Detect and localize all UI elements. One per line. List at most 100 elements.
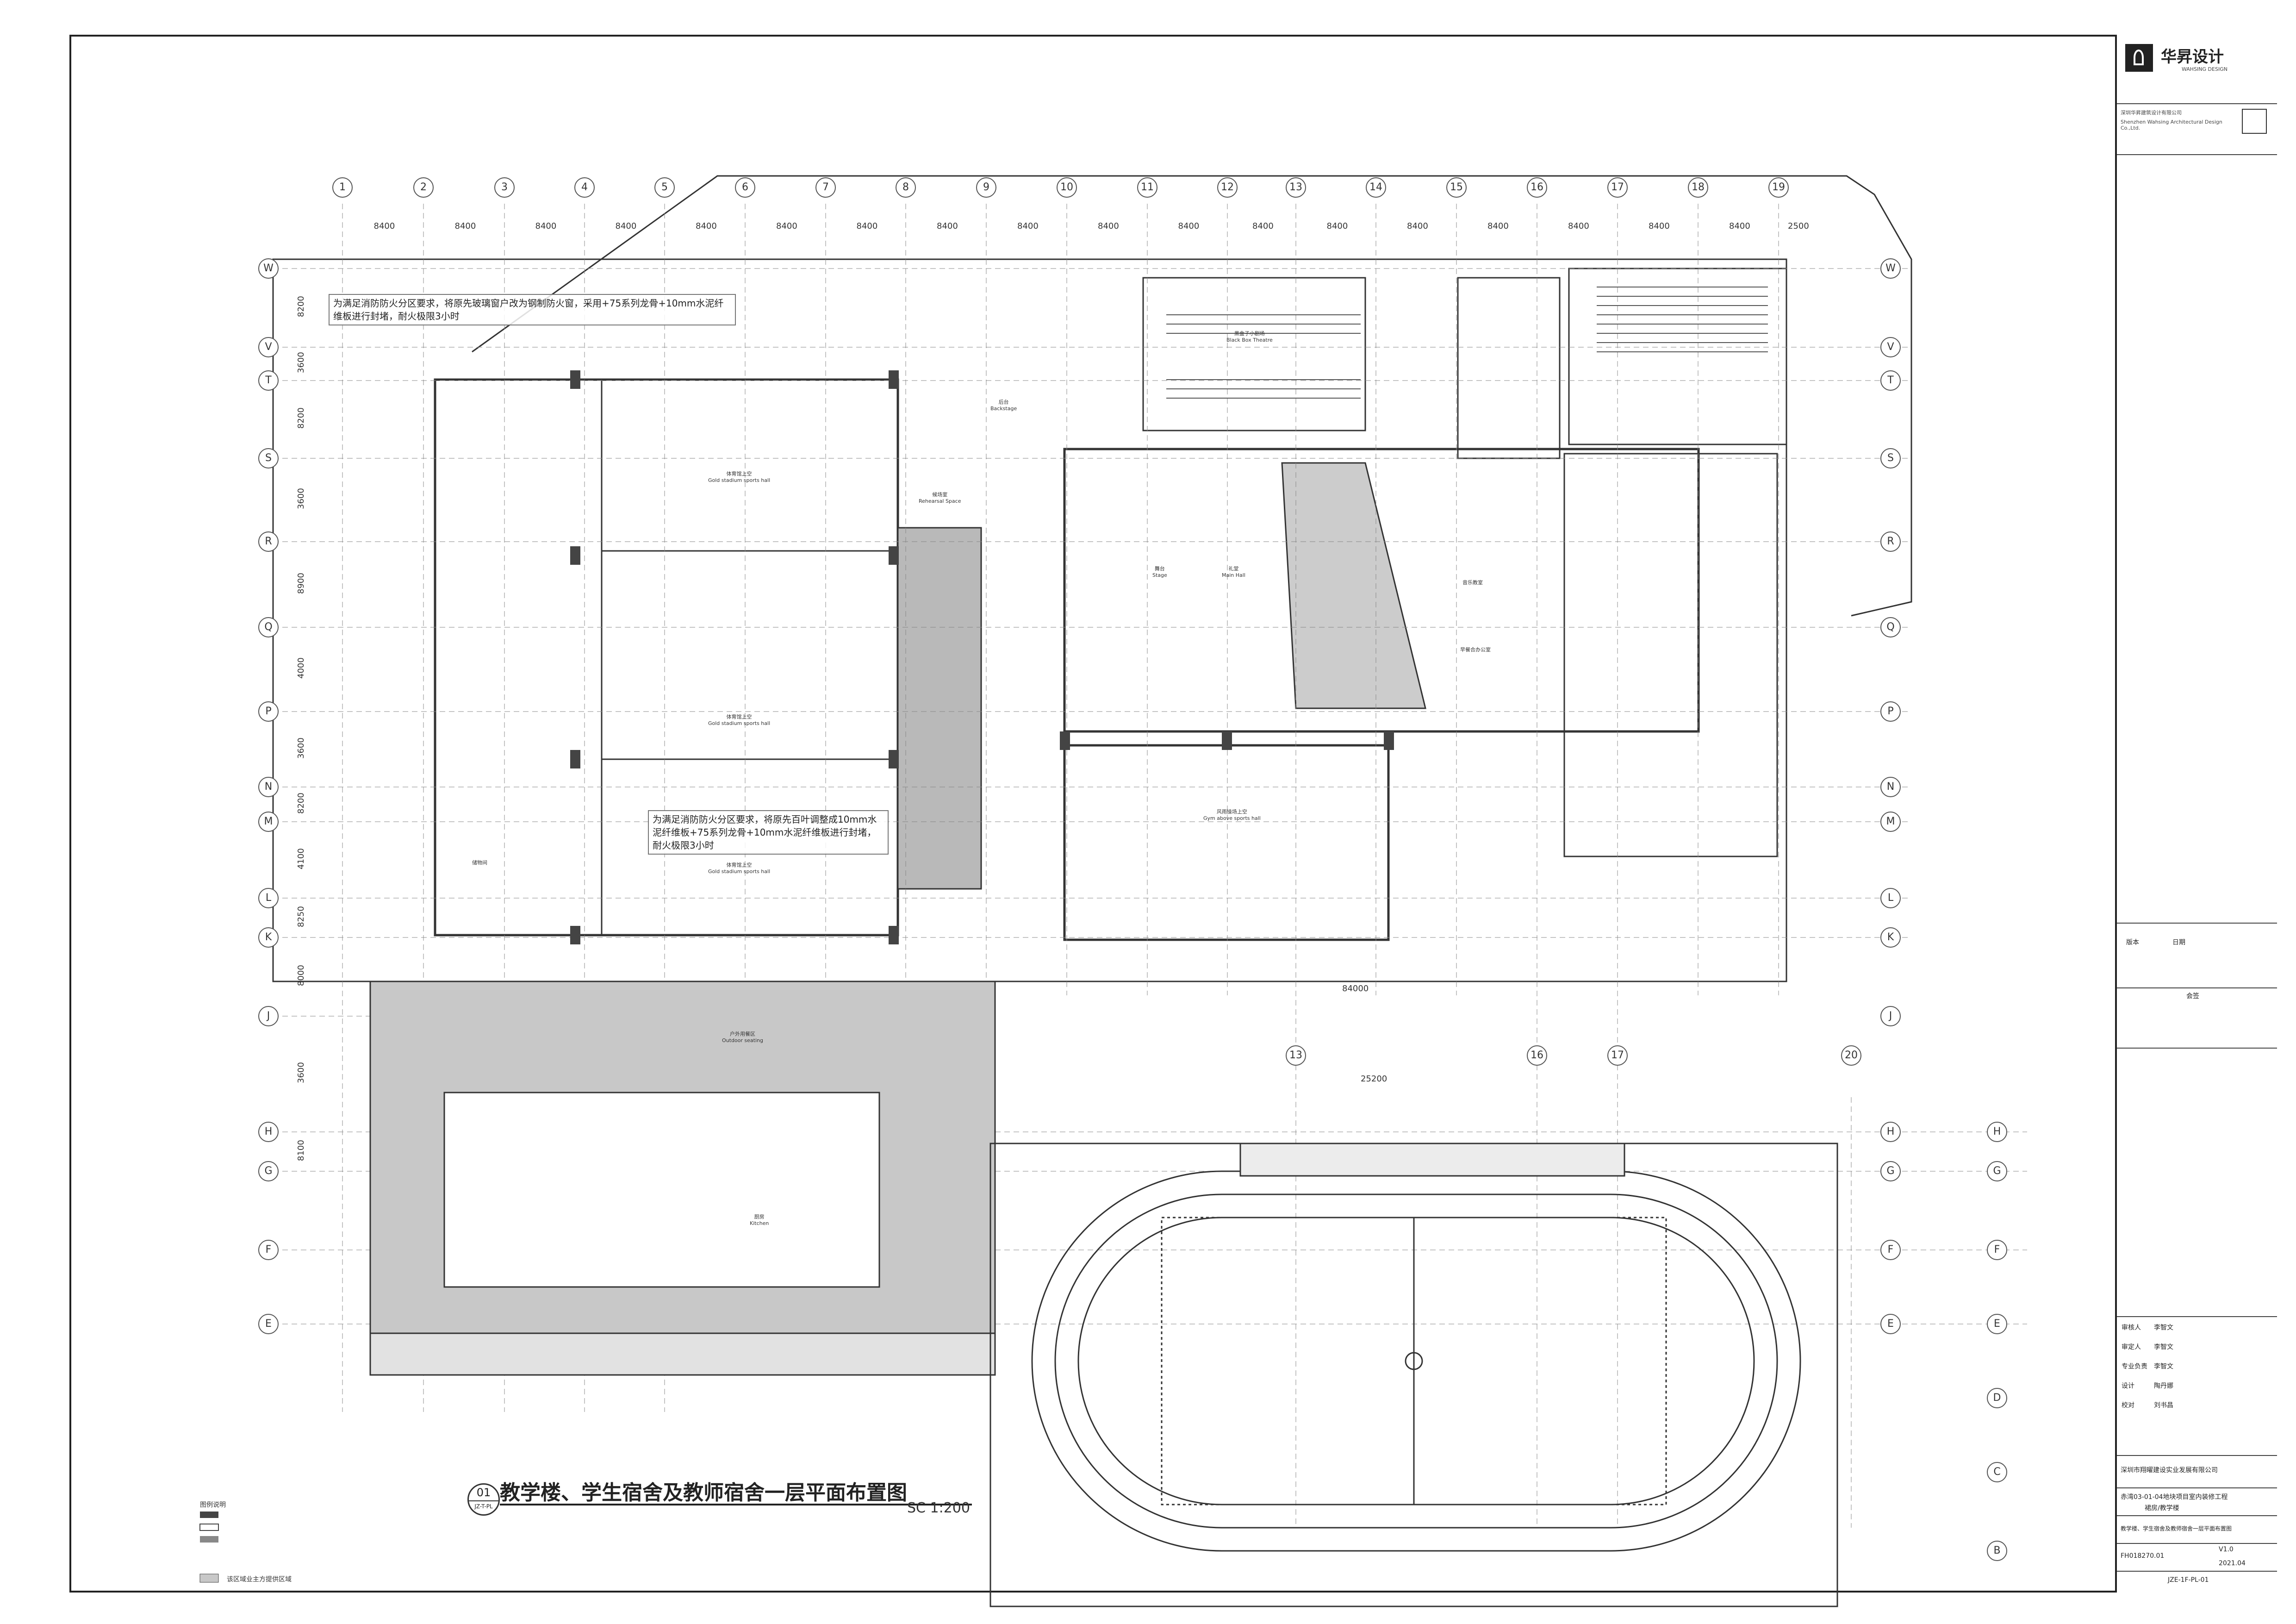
grid-column-bubble: 5 (654, 177, 675, 198)
grid-column-bubble: 7 (815, 177, 836, 198)
fire-note-2: 为满足消防防火分区要求，将原先百叶调整成10mm水泥纤维板+75系列龙骨+10m… (648, 810, 889, 855)
grid-row-bubble: V (258, 337, 279, 357)
grid-row-bubble: W (258, 258, 279, 279)
grid-column-bubble: 11 (1137, 177, 1157, 198)
grid-row-bubble: F (1880, 1240, 1901, 1260)
field-row-bubble: C (1987, 1462, 2007, 1482)
grid-row-bubble: K (258, 927, 279, 948)
field-row-bubble: E (1987, 1314, 2007, 1334)
grid-row-bubble: N (258, 777, 279, 797)
signature-table: 审核人 李智文 审定人 李智文 专业负责 李智文 设计 陶丹娜 校对 刘书昌 (2117, 1317, 2277, 1456)
grid-row-bubble: J (258, 1006, 279, 1026)
field-column-bubble: 13 (1286, 1045, 1306, 1066)
grid-column-bubble: 15 (1446, 177, 1467, 198)
grid-row-bubble: T (1880, 370, 1901, 391)
field-row-bubble: H (1987, 1122, 2007, 1142)
grid-row-bubble: T (258, 370, 279, 391)
grid-row-bubble: G (1880, 1161, 1901, 1181)
grid-row-bubble: Q (1880, 617, 1901, 637)
span-dimension: 8200 (296, 296, 306, 317)
field-row-bubble: D (1987, 1388, 2007, 1408)
fire-note-1: 为满足消防防火分区要求，将原先玻璃窗户改为钢制防火窗，采用+75系列龙骨+10m… (329, 294, 736, 325)
company-full: 深圳华昇建筑设计有限公司 Shenzhen Wahsing Architectu… (2117, 104, 2277, 155)
company-name-cn: 华昇设计 (2161, 48, 2224, 66)
track-width-dimension: 25200 (1361, 1074, 1388, 1084)
grid-row-bubble: S (258, 448, 279, 468)
field-column-bubble: 20 (1841, 1045, 1861, 1066)
company-header: 华昇设计 WAHSING DESIGN (2117, 35, 2277, 104)
seal-box (2242, 109, 2267, 134)
span-dimension: 4100 (296, 848, 306, 869)
span-dimension: 8400 (1407, 221, 1428, 231)
span-dimension: 8100 (296, 1139, 306, 1161)
grid-row-bubble: S (1880, 448, 1901, 468)
span-dimension: 8400 (1649, 221, 1670, 231)
grid-column-bubble: 8 (896, 177, 916, 198)
span-dimension: 4000 (296, 657, 306, 679)
grid-row-bubble: H (1880, 1122, 1901, 1142)
grid-row-bubble: E (258, 1314, 279, 1334)
span-dimension: 8400 (1487, 221, 1509, 231)
room-label: 储物间 (472, 860, 487, 866)
field-row-bubble: F (1987, 1240, 2007, 1260)
grid-column-bubble: 18 (1688, 177, 1708, 198)
span-dimension: 8400 (1098, 221, 1119, 231)
span-dimension: 8200 (296, 792, 306, 814)
grid-column-bubble: 4 (574, 177, 595, 198)
grid-row-bubble: R (1880, 531, 1901, 552)
client-row: 深圳市翔曜建设实业发展有限公司 (2117, 1456, 2277, 1488)
span-dimension: 8200 (296, 407, 306, 429)
project-no-row: FH018270.01 V1.0 2021.04 (2117, 1544, 2277, 1572)
field-row-bubble: G (1987, 1161, 2007, 1181)
grid-row-bubble: P (1880, 701, 1901, 722)
span-dimension: 8000 (296, 965, 306, 986)
span-dimension: 8400 (776, 221, 797, 231)
grid-column-bubble: 2 (413, 177, 434, 198)
span-dimension: 3600 (296, 737, 306, 759)
span-dimension: 8400 (937, 221, 958, 231)
drawing-title: 教学楼、学生宿舍及教师宿舍一层平面布置图 (500, 1481, 907, 1505)
span-dimension: 8400 (1326, 221, 1348, 231)
room-label: 早餐合办公室 (1460, 647, 1491, 653)
grid-row-bubble: W (1880, 258, 1901, 279)
field-column-bubble: 17 (1607, 1045, 1628, 1066)
grid-row-bubble: V (1880, 337, 1901, 357)
grid-column-bubble: 13 (1286, 177, 1306, 198)
grid-column-bubble: 16 (1527, 177, 1547, 198)
span-dimension: 2500 (1788, 221, 1809, 231)
grid-row-bubble: J (1880, 1006, 1901, 1026)
legend-owner-area: 该区域业主方提供区域 (227, 1576, 292, 1583)
revision-table: 版本 日期 (2117, 924, 2277, 988)
drawing-number-bubble: 01 JZ-T-PL (467, 1483, 500, 1516)
span-dimension: 3600 (296, 1062, 306, 1083)
grid-column-bubble: 3 (494, 177, 515, 198)
notes-area (2117, 155, 2277, 924)
span-dimension: 8400 (454, 221, 476, 231)
title-block: 华昇设计 WAHSING DESIGN 深圳华昇建筑设计有限公司 Shenzhe… (2115, 35, 2277, 1593)
legend-heading: 图例说明 (200, 1501, 226, 1509)
grid-row-bubble: F (258, 1240, 279, 1260)
room-label: 音乐教室 (1462, 580, 1483, 586)
grid-column-bubble: 17 (1607, 177, 1628, 198)
total-width-dimension: 84000 (1342, 984, 1369, 993)
grid-column-bubble: 12 (1217, 177, 1238, 198)
span-dimension: 8250 (296, 906, 306, 927)
span-dimension: 8400 (535, 221, 557, 231)
grid-row-bubble: H (258, 1122, 279, 1142)
grid-column-bubble: 14 (1366, 177, 1386, 198)
project-row: 赤湾03-01-04地块项目室内装修工程 裙房/教学楼 (2117, 1488, 2277, 1516)
drawing-no-row: JZE-1F-PL-01 (2168, 1576, 2209, 1584)
span-dimension: 8900 (296, 572, 306, 594)
grid-column-bubble: 9 (976, 177, 996, 198)
span-dimension: 8400 (615, 221, 637, 231)
company-name-en: WAHSING DESIGN (2182, 66, 2228, 72)
